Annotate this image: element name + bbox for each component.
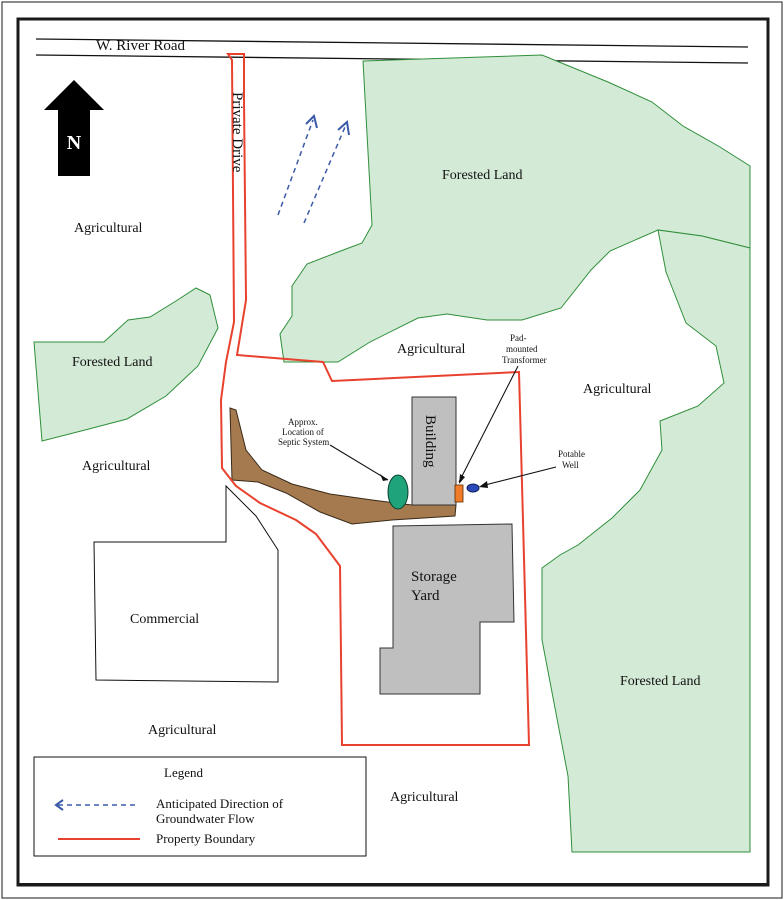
label-commercial: Commercial bbox=[130, 612, 199, 627]
transformer-callout-head bbox=[459, 474, 465, 484]
septic-system bbox=[387, 474, 409, 510]
label-agricultural-center: Agricultural bbox=[397, 342, 466, 357]
forested-area-east bbox=[541, 166, 751, 853]
storage-yard-label-1: Storage bbox=[411, 569, 457, 585]
label-transformer-2: mounted bbox=[506, 344, 538, 354]
legend-title: Legend bbox=[164, 765, 203, 780]
north-arrow-icon: N bbox=[44, 80, 104, 176]
label-septic-2: Location of bbox=[282, 427, 324, 437]
legend: Legend Anticipated Direction of Groundwa… bbox=[33, 756, 367, 857]
road-edge-top bbox=[35, 38, 749, 48]
groundwater-arrow-1 bbox=[277, 119, 314, 216]
storage-yard-label-2: Yard bbox=[411, 588, 440, 604]
north-arrow-letter: N bbox=[67, 132, 82, 154]
label-forested-north: Forested Land bbox=[442, 168, 522, 183]
storage-yard bbox=[379, 523, 515, 695]
legend-groundwater-label-2: Groundwater Flow bbox=[156, 811, 255, 826]
label-forested-west: Forested Land bbox=[72, 355, 152, 370]
forested-area-west bbox=[33, 287, 219, 442]
road-edge-bottom bbox=[35, 54, 749, 64]
private-drive-label: Private Drive bbox=[229, 92, 245, 173]
legend-groundwater-arrowhead bbox=[54, 799, 64, 811]
forested-area-north bbox=[279, 54, 751, 363]
label-well-2: Well bbox=[562, 460, 579, 470]
septic-callout bbox=[329, 444, 389, 481]
legend-boundary-label: Property Boundary bbox=[156, 831, 256, 846]
groundwater-arrow-2 bbox=[303, 126, 346, 224]
legend-groundwater-label-1: Anticipated Direction of bbox=[156, 796, 284, 811]
road-label: W. River Road bbox=[96, 38, 186, 54]
well-callout-head bbox=[479, 481, 488, 488]
label-septic-3: Septic System bbox=[278, 437, 329, 447]
building-label: Building bbox=[422, 415, 438, 468]
label-agricultural-east: Agricultural bbox=[583, 382, 652, 397]
w-river-road: W. River Road bbox=[35, 38, 749, 64]
label-agricultural-sw: Agricultural bbox=[148, 723, 217, 738]
callout-lines bbox=[329, 365, 557, 488]
pad-mounted-transformer bbox=[454, 484, 464, 503]
label-transformer-3: Transformer bbox=[502, 355, 547, 365]
groundwater-flow-arrows bbox=[277, 114, 350, 224]
label-well-1: Potable bbox=[558, 449, 585, 459]
label-forested-east: Forested Land bbox=[620, 674, 700, 689]
label-transformer-1: Pad- bbox=[510, 333, 527, 343]
label-septic-1: Approx. bbox=[288, 417, 318, 427]
transformer-callout bbox=[458, 365, 519, 483]
label-agricultural-nw: Agricultural bbox=[74, 221, 143, 236]
label-agricultural-south: Agricultural bbox=[390, 790, 459, 805]
groundwater-arrow-1-head bbox=[305, 114, 318, 129]
septic-callout-head bbox=[380, 474, 388, 481]
groundwater-arrow-2-head bbox=[337, 120, 350, 136]
commercial-parcel bbox=[93, 484, 279, 683]
well-callout bbox=[480, 466, 557, 487]
building bbox=[411, 396, 457, 506]
label-agricultural-w: Agricultural bbox=[82, 459, 151, 474]
property-boundary bbox=[219, 53, 531, 746]
potable-well bbox=[466, 483, 480, 493]
